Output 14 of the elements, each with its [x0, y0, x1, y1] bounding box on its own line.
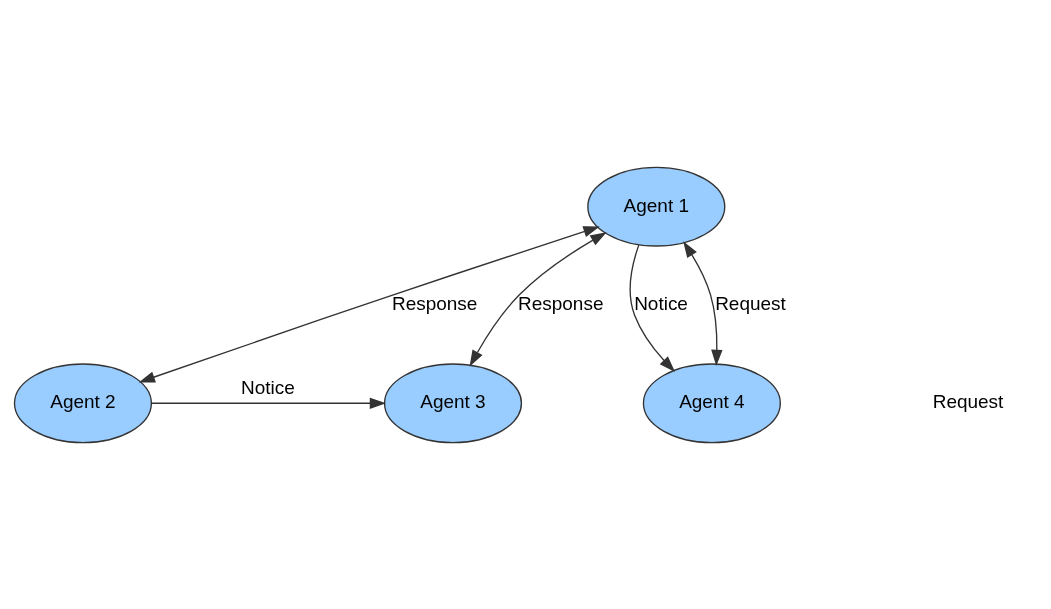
node-ellipse: Agent 4	[642, 362, 781, 443]
arrow	[683, 240, 723, 366]
node-ellipse: Agent 3	[383, 362, 523, 443]
arrow	[151, 397, 387, 409]
edge-label: Notice	[241, 376, 295, 398]
arrow	[469, 231, 607, 367]
label: Request	[932, 390, 1004, 412]
edge-label: Response	[518, 292, 604, 314]
edge-label: Response	[391, 292, 478, 314]
arrow	[138, 225, 600, 382]
edge-label: Request	[715, 292, 786, 314]
arrow	[629, 243, 676, 372]
edge-label: Notice	[634, 292, 688, 314]
node-ellipse: Agent 2	[13, 362, 153, 443]
